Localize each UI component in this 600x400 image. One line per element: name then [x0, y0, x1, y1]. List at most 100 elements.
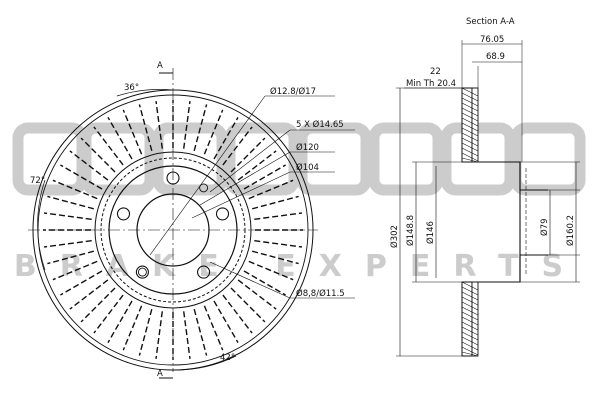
overall-height-label: 76.05: [480, 35, 504, 45]
front-view: [28, 68, 355, 379]
hatch-line: [461, 341, 479, 351]
hatch-line: [461, 142, 479, 152]
vent-vane: [80, 287, 116, 323]
vent-vane: [193, 104, 208, 151]
hatch-line: [461, 286, 479, 296]
vent-vane: [69, 279, 109, 310]
hatch-line: [461, 107, 479, 117]
dia-79-label: Ø79: [539, 218, 550, 236]
thread-hole-label: Ø8,8/Ø11.5: [296, 288, 345, 299]
section-mark-bottom: A: [157, 369, 163, 379]
vent-vane: [230, 137, 266, 173]
hatch-line: [461, 316, 479, 326]
vent-vane: [237, 150, 277, 181]
vent-vane: [155, 311, 163, 359]
hatch-line: [461, 132, 479, 142]
vent-vane: [243, 164, 286, 190]
vent-vane: [183, 101, 191, 149]
hatch-line: [461, 122, 479, 132]
vent-vane: [237, 279, 277, 310]
vent-vane: [213, 300, 239, 343]
vent-vane: [47, 195, 94, 210]
vent-vane: [47, 250, 94, 265]
vent-vane: [193, 309, 208, 356]
threaded-hole: [137, 267, 147, 277]
vent-vane: [44, 212, 92, 220]
vent-vane: [107, 117, 133, 160]
vent-vane: [122, 305, 143, 351]
watermark-tagline: BRAKE EXPERTS: [14, 249, 586, 284]
hatch-line: [461, 351, 479, 357]
hatch-line: [461, 311, 479, 321]
thickness-label: 22: [430, 67, 441, 77]
vent-vane: [80, 137, 116, 173]
vent-vane: [230, 287, 266, 323]
front-view-labels: A A 36° 72° 42° Ø12.8/Ø17 5 X Ø14.65 Ø12…: [30, 61, 345, 379]
angle-left-label: 72°: [30, 176, 45, 186]
hatch-line: [461, 336, 479, 346]
hatch-line: [461, 127, 479, 137]
vent-vane: [107, 300, 133, 343]
hatch-line: [461, 331, 479, 341]
vent-vane: [203, 305, 224, 351]
vent-vane: [252, 195, 299, 210]
hatch-line: [461, 87, 479, 97]
threaded-hole: [199, 183, 209, 193]
dia-160-label: Ø160.2: [565, 215, 576, 246]
section-mark-top: A: [157, 61, 163, 71]
vent-vane: [52, 179, 98, 200]
hatch-line: [461, 157, 479, 163]
section-title: Section A-A: [466, 17, 515, 27]
pcd-label: Ø120: [296, 142, 319, 153]
section-view-labels: Section A-A 76.05 68.9 22 Min Th 20.4 Ø3…: [389, 17, 576, 248]
vent-vane: [243, 270, 286, 296]
vent-vane: [44, 240, 92, 248]
vent-vane: [254, 212, 302, 220]
bolt-holes-label: 5 X Ø14.65: [296, 119, 344, 130]
vent-vane: [52, 260, 98, 281]
hatch-line: [461, 306, 479, 316]
vent-vane: [93, 126, 124, 166]
vent-vane: [248, 179, 294, 200]
bolt-hole: [135, 265, 149, 279]
hatch-line: [461, 326, 479, 336]
hatch-line: [461, 102, 479, 112]
vent-vane: [69, 150, 109, 181]
hatch-line: [461, 92, 479, 102]
vent-vane: [213, 117, 239, 160]
bolt-hole: [116, 207, 131, 221]
vent-vane: [222, 126, 253, 166]
dia-148-label: Ø148.8: [405, 215, 416, 246]
small-hole-label: Ø12.8/Ø17: [270, 86, 316, 97]
hatch-line: [461, 346, 479, 356]
dia-146-label: Ø146: [425, 221, 436, 244]
hatch-line: [461, 301, 479, 311]
vent-vane: [203, 109, 224, 155]
hat-depth-label: 68.9: [486, 52, 505, 62]
bolt-hole: [215, 207, 230, 221]
min-thickness-label: Min Th 20.4: [406, 79, 456, 89]
vent-vane: [222, 294, 253, 334]
vent-vane: [93, 294, 124, 334]
vent-vane: [252, 250, 299, 265]
hatch-line: [461, 112, 479, 122]
center-bore-label: Ø104: [296, 162, 319, 173]
section-hatching: [461, 87, 479, 357]
vent-vane: [60, 164, 103, 190]
bolt-hole: [197, 265, 211, 279]
angle-top-label: 36°: [124, 83, 139, 93]
vent-vane: [138, 104, 153, 151]
vent-vane: [254, 240, 302, 248]
vent-vane: [122, 109, 143, 155]
hatch-line: [461, 152, 479, 162]
angle-bottom-label: 42°: [220, 353, 235, 363]
hatch-line: [461, 291, 479, 301]
hatch-line: [461, 321, 479, 331]
hatch-line: [461, 117, 479, 127]
vent-vane: [248, 260, 294, 281]
vent-vane: [155, 101, 163, 149]
vent-vane: [138, 309, 153, 356]
hatch-line: [461, 281, 479, 291]
